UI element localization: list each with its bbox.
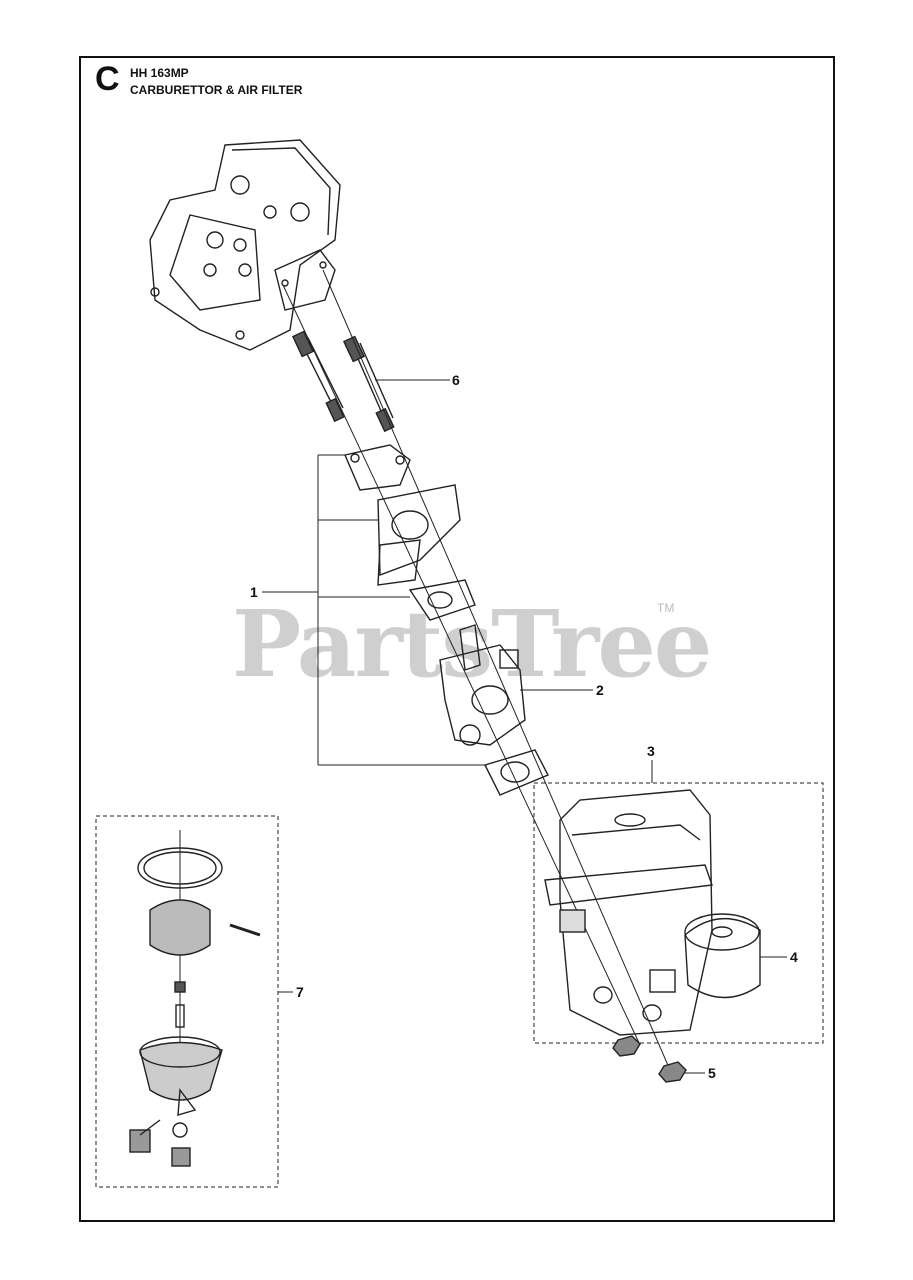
- section-letter: C: [95, 60, 120, 98]
- repair-kit-parts: [129, 830, 261, 1167]
- middle-gasket: [408, 579, 476, 621]
- upper-gasket: [344, 444, 411, 491]
- diagram-title: CARBURETTOR & AIR FILTER: [130, 83, 303, 97]
- air-filter-element: [684, 913, 761, 999]
- callout-1-bracket: [262, 454, 487, 766]
- watermark-logo: PartsTree: [232, 590, 712, 698]
- callout-1: 1: [250, 584, 258, 600]
- diagram-frame: [79, 56, 835, 1222]
- callout-4: 4: [790, 949, 798, 965]
- lower-gasket: [484, 749, 549, 796]
- engine-head: [149, 139, 341, 351]
- stud-bolts: [291, 330, 395, 433]
- carburettor: [439, 624, 526, 746]
- watermark-trademark: TM: [657, 601, 675, 615]
- repair-kit-box: [95, 815, 279, 1188]
- callout-3: 3: [647, 743, 655, 759]
- air-filter-housing: [544, 789, 713, 1036]
- callout-5: 5: [708, 1065, 716, 1081]
- leader-lines: [278, 379, 787, 1074]
- air-filter-group-box: [533, 782, 824, 1044]
- callout-7: 7: [296, 984, 304, 1000]
- nuts: [612, 1035, 687, 1083]
- insulator-spacer: [377, 484, 461, 586]
- callout-2: 2: [596, 682, 604, 698]
- callout-6: 6: [452, 372, 460, 388]
- assembly-axis-lines: [282, 269, 671, 1071]
- model-name: HH 163MP: [130, 66, 189, 80]
